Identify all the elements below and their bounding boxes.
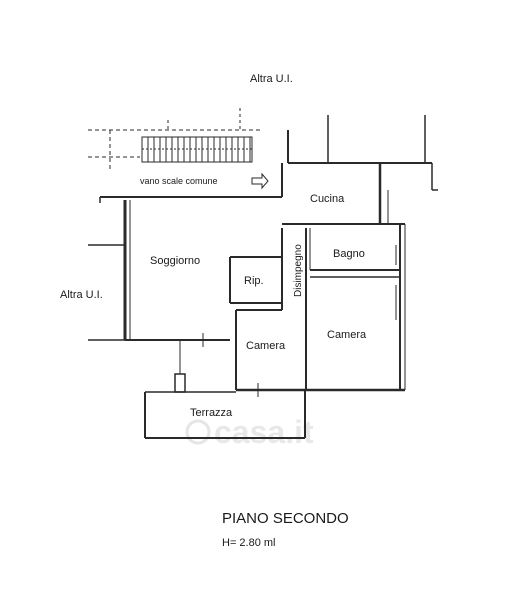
- ceiling-height: H= 2.80 ml: [222, 537, 276, 549]
- room-cucina: Cucina: [310, 193, 345, 205]
- room-camera-1: Camera: [246, 340, 286, 352]
- room-camera-2: Camera: [327, 329, 367, 341]
- label-altra-ui-left: Altra U.I.: [60, 289, 103, 301]
- floor-title: PIANO SECONDO: [222, 510, 349, 527]
- watermark-logo-icon: [185, 419, 211, 445]
- walls: [88, 115, 438, 439]
- watermark-text: casa.it: [214, 414, 314, 450]
- stair-label: vano scale comune: [140, 176, 218, 186]
- watermark: casa.it: [185, 414, 314, 450]
- stair-direction-arrow-icon: [251, 172, 269, 190]
- room-disimpegno: Disimpegno: [293, 244, 304, 297]
- room-ripostiglio: Rip.: [244, 275, 264, 287]
- room-bagno: Bagno: [333, 248, 365, 260]
- label-altra-ui-top: Altra U.I.: [250, 73, 293, 85]
- room-soggiorno: Soggiorno: [150, 255, 200, 267]
- room-terrazza: Terrazza: [190, 407, 233, 419]
- staircase: [88, 108, 269, 190]
